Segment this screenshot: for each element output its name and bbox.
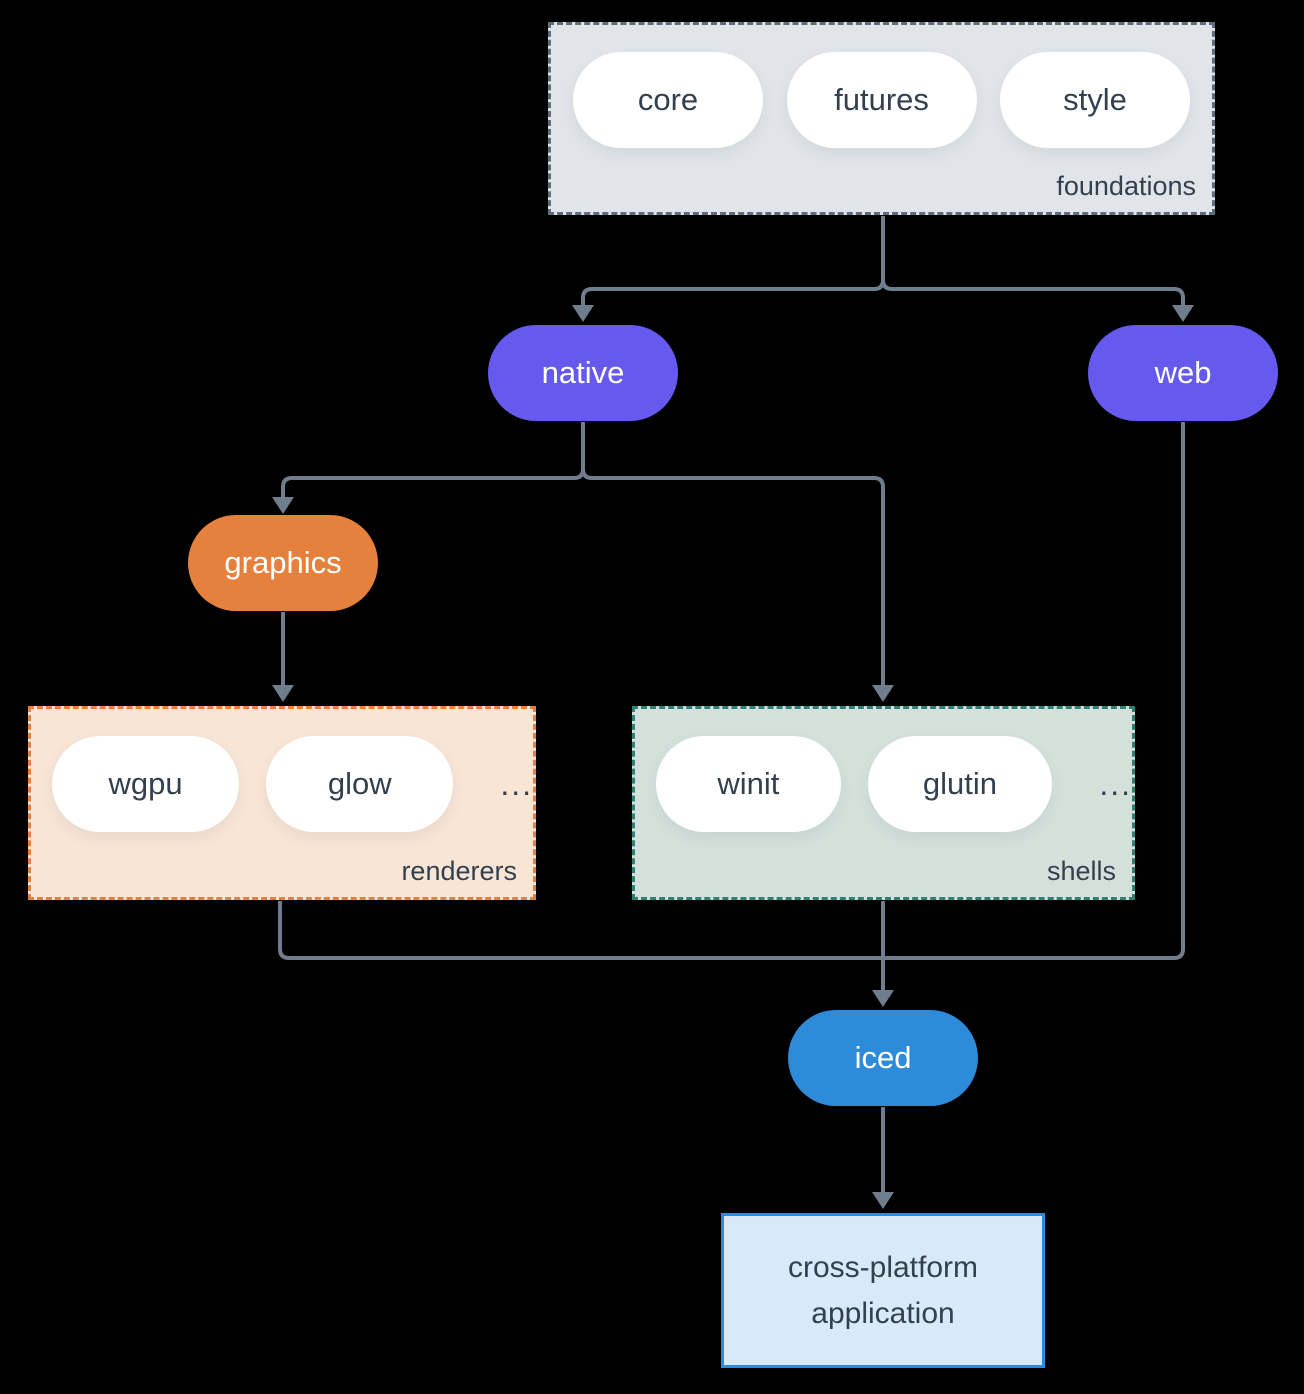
foundations-group: core futures style foundations <box>548 22 1215 215</box>
shells-group: winit glutin ... shells <box>632 706 1135 900</box>
edge-foundations-native <box>581 279 885 306</box>
arrowhead-renderers <box>272 685 294 702</box>
application-label-line2: application <box>811 1296 955 1330</box>
node-native: native <box>488 325 678 421</box>
application-label-line1: cross-platform <box>787 1250 979 1284</box>
foundations-group-label: foundations <box>1056 171 1196 201</box>
renderers-ellipsis: ... <box>500 765 533 802</box>
pill-style: style <box>1000 52 1190 148</box>
arrowhead-web <box>1172 305 1194 322</box>
node-graphics: graphics <box>188 515 378 611</box>
arrowhead-shells <box>872 685 894 702</box>
edge-native-graphics <box>281 468 585 498</box>
arrowhead-iced <box>872 990 894 1007</box>
edge-foundations-web <box>881 279 1185 306</box>
node-iced: iced <box>788 1010 978 1106</box>
foundations-pill-row: core futures style <box>551 25 1212 148</box>
arrowhead-graphics <box>272 497 294 514</box>
shells-group-label: shells <box>1046 856 1116 886</box>
pill-winit: winit <box>656 736 841 832</box>
edge-renderers-iced <box>278 901 883 960</box>
pill-core: core <box>573 52 763 148</box>
application-box: cross-platform application <box>721 1213 1045 1368</box>
shells-pill-row: winit glutin ... <box>635 709 1132 832</box>
pill-futures: futures <box>786 52 977 148</box>
edge-native-shells <box>581 468 885 686</box>
renderers-group-label: renderers <box>401 856 517 886</box>
shells-ellipsis: ... <box>1099 765 1132 802</box>
arrowhead-native <box>572 305 594 322</box>
renderers-pill-row: wgpu glow ... <box>31 709 533 832</box>
pill-glow: glow <box>266 736 454 832</box>
renderers-group: wgpu glow ... renderers <box>28 706 536 900</box>
node-web: web <box>1088 325 1278 421</box>
arrowhead-application <box>872 1192 894 1209</box>
pill-wgpu: wgpu <box>52 736 240 832</box>
pill-glutin: glutin <box>867 736 1053 832</box>
